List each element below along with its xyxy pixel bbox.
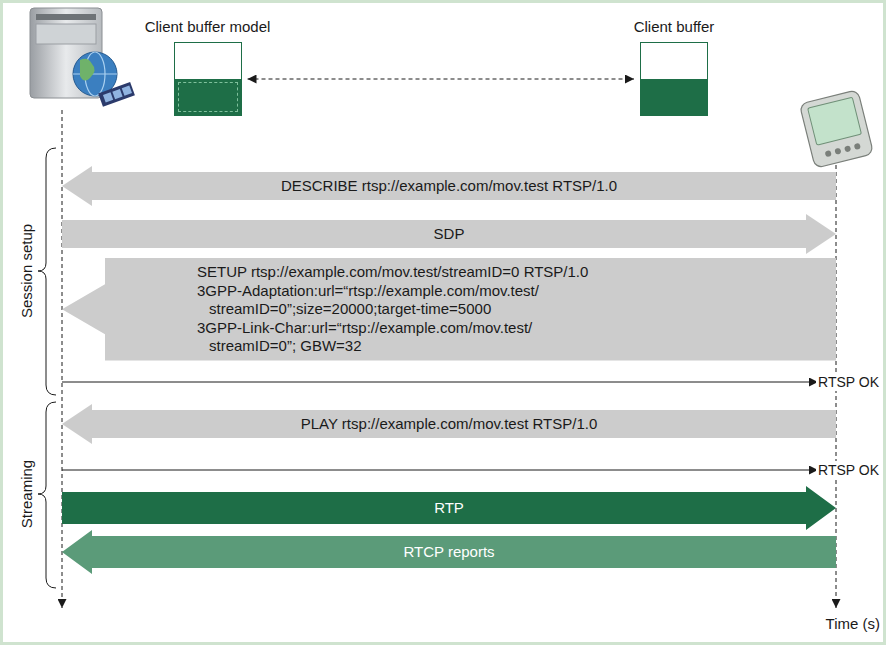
pda-body	[799, 90, 873, 169]
pda-button	[854, 143, 861, 150]
message-text: RTCP reports	[92, 543, 806, 561]
buffer-heading: Client buffer	[600, 18, 748, 36]
response-label: RTSP OK	[816, 461, 881, 479]
buffer-box	[640, 42, 708, 116]
server-drive	[36, 24, 96, 44]
message-arrow-band: SDP	[62, 214, 836, 254]
globe-line	[73, 73, 117, 74]
band-text: RTCP reports	[92, 543, 806, 561]
response-arrow	[62, 382, 818, 383]
response-arrow	[62, 470, 818, 471]
band-arrow	[62, 530, 836, 574]
message-arrow-band: SETUP rtsp://example.com/mov.test/stream…	[62, 258, 836, 361]
pda-button	[844, 145, 851, 152]
buffer-box	[174, 42, 242, 116]
message-arrow-band: PLAY rtsp://example.com/mov.test RTSP/1.…	[62, 404, 836, 444]
band-arrow	[62, 166, 836, 206]
band-text: PLAY rtsp://example.com/mov.test RTSP/1.…	[92, 415, 806, 433]
band-arrow	[62, 214, 836, 254]
band-arrow	[62, 258, 836, 361]
axis-label: Time (s)	[826, 615, 880, 633]
response-label: RTSP OK	[816, 373, 881, 391]
globe-land	[80, 59, 95, 81]
message-text: 3GPP-Link-Char:url=“rtsp://example.com/m…	[197, 319, 569, 356]
band-text: DESCRIBE rtsp://example.com/mov.test RTS…	[92, 177, 806, 195]
band-arrow	[62, 404, 836, 444]
message-arrow-band: DESCRIBE rtsp://example.com/mov.test RTS…	[62, 166, 836, 206]
film-strip	[98, 82, 135, 107]
film-body	[98, 82, 135, 107]
server-icon	[30, 8, 135, 107]
phase-brace	[38, 402, 56, 588]
buffer-node: Client buffer	[600, 18, 748, 116]
pda-button	[834, 148, 841, 155]
band-text: SDP	[92, 225, 806, 243]
pda-screen	[808, 97, 862, 145]
band-arrow	[62, 486, 836, 530]
message-text: SETUP rtsp://example.com/mov.test/stream…	[197, 263, 826, 282]
buffer-fill	[175, 79, 241, 115]
film-frame	[122, 85, 132, 95]
buffer-heading: Client buffer model	[130, 18, 285, 36]
message-text: 3GPP-Adaptation:url=“rtsp://example.com/…	[197, 282, 569, 319]
buffer-fill	[641, 79, 707, 115]
message-text: SDP	[92, 225, 806, 243]
phase-label: Session setup	[18, 224, 36, 318]
message-text: DESCRIBE rtsp://example.com/mov.test RTS…	[92, 177, 806, 195]
phase-label: Streaming	[18, 460, 36, 528]
band-text: RTP	[92, 499, 806, 517]
server-handle	[36, 14, 96, 20]
server-lifeline	[62, 110, 63, 608]
buffer-node: Client buffer model	[130, 18, 285, 116]
message-text: RTP	[92, 499, 806, 517]
film-frame	[112, 89, 122, 99]
pda-button	[825, 150, 832, 157]
dashed-connector	[248, 79, 635, 80]
message-text: PLAY rtsp://example.com/mov.test RTSP/1.…	[92, 415, 806, 433]
message-arrow-band: RTP	[62, 486, 836, 530]
phase-brace	[38, 148, 56, 395]
film-frame	[103, 92, 113, 102]
pda-icon	[799, 90, 873, 169]
band-text: SETUP rtsp://example.com/mov.test/stream…	[197, 263, 826, 356]
message-arrow-band: RTCP reports	[62, 530, 836, 574]
